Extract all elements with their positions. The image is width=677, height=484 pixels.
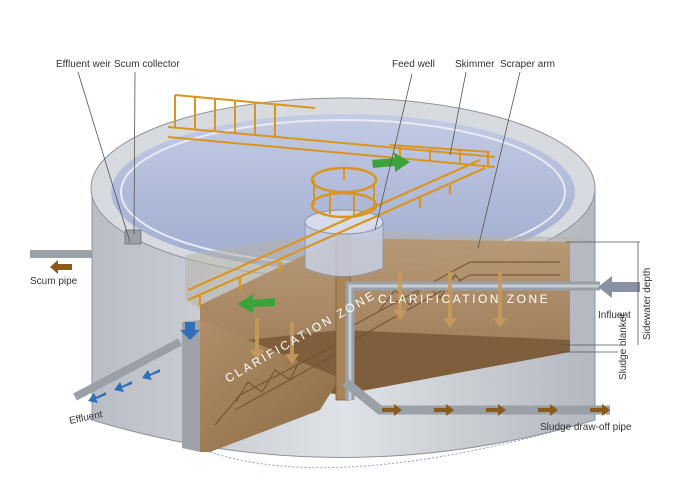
settling-arrows-icon — [250, 272, 507, 364]
feed-well — [304, 221, 384, 277]
scum-collector-box — [124, 229, 142, 245]
effluent-pipe — [73, 338, 182, 401]
influent-label: Influent — [598, 310, 631, 321]
effluent-weir-label: Effluent weir — [56, 59, 112, 70]
scum-collector-label: Scum collector — [114, 59, 180, 70]
walkway-bridge — [167, 94, 496, 168]
influent-arrow-icon — [598, 276, 640, 298]
front-cut-face — [182, 320, 200, 452]
effluent-arrows-icon — [88, 369, 160, 403]
weir-flow-icon — [180, 322, 200, 340]
clarification-zone-back-label: CLARIFICATION ZONE — [378, 292, 550, 306]
scraper-arm-walkway — [187, 158, 486, 306]
sludge-draw-off-pipe-label: Sludge draw-off pipe — [540, 422, 632, 433]
leader-lines — [77, 71, 640, 353]
effluent-label: Effluent — [68, 409, 103, 427]
skimmer-label: Skimmer — [455, 59, 495, 70]
right-cut-face — [570, 242, 590, 352]
rotation-arrow-left-icon — [237, 294, 275, 313]
sidewater-depth-label: Sidewater depth — [642, 268, 653, 340]
sludge-draw-off-pipe — [342, 378, 610, 415]
clarification-zone-front — [200, 320, 340, 452]
scum-arrow-icon — [50, 260, 72, 274]
scum-pipe-label: Scum pipe — [30, 276, 78, 287]
feed-well-label: Feed well — [392, 59, 435, 70]
sludge-blanket-label: Sludge blanket — [618, 314, 629, 380]
scraper-arm-label: Scraper arm — [500, 59, 555, 70]
sludge-arrows-icon — [382, 404, 610, 416]
